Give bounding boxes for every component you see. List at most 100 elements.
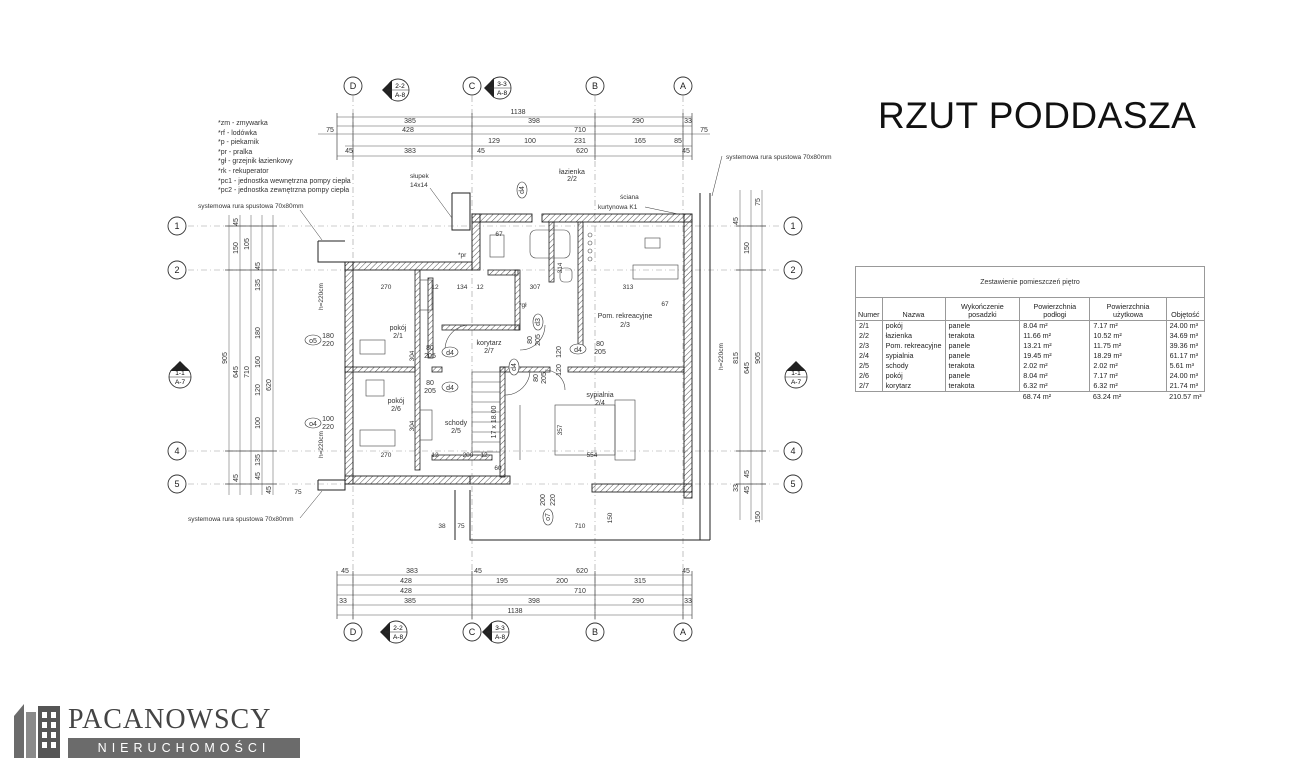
table-cell: terakota <box>944 331 1021 341</box>
dim-left-m: 100 <box>255 417 262 429</box>
room-2-6-no: 2/6 <box>391 406 401 413</box>
note-pr: *pr <box>458 252 467 259</box>
opening-o4: o4 <box>309 421 317 428</box>
symbol-legend: *zm - zmywarka *rf - lodówka *p - piekar… <box>218 119 351 196</box>
dim-inner-a: 270 <box>381 284 392 291</box>
dim-right-g: 45 <box>744 470 751 478</box>
axis-label-C-bottom: C <box>469 627 476 637</box>
dim-bot-f: 428 <box>400 578 412 585</box>
section-1-1-right: 1-1 <box>791 370 801 377</box>
axis-label-B-bottom: B <box>592 627 598 637</box>
note-rura-left: systemowa rura spustowa 70x80mm <box>198 203 304 210</box>
interior-walls <box>344 221 685 478</box>
axis-label-5-right: 5 <box>790 479 795 489</box>
exterior-walls <box>344 213 693 499</box>
table-cell: 39.36 m³ <box>1165 341 1206 351</box>
table-cell: panele <box>944 351 1021 361</box>
dim-left-k: 160 <box>255 356 262 368</box>
axis-label-D-bottom: D <box>350 627 357 637</box>
stairs-dim: 17 x 18.00 <box>491 406 498 439</box>
door-d4-e-w: 80 <box>533 374 540 382</box>
room-2-2-name: łazienka <box>559 169 585 176</box>
legend-item: *rf - lodówka <box>218 129 257 137</box>
opening-o7-h: 220 <box>550 494 557 506</box>
room-2-6-name: pokój <box>388 398 405 405</box>
axis-label-A-bottom: A <box>680 627 686 637</box>
dim-inner-j: 67 <box>661 301 669 308</box>
note-rura-bottom: systemowa rura spustowa 70x80mm <box>188 516 294 523</box>
section-2-2-top-ref: A-8 <box>395 92 406 99</box>
page-title: RZUT PODDASZA <box>878 95 1197 136</box>
note-rura-top-right: systemowa rura spustowa 70x80mm <box>726 154 832 161</box>
axis-label-4-right: 4 <box>790 446 795 456</box>
table-cell: 19.45 m² <box>1019 351 1091 361</box>
table-cell: terakota <box>944 361 1021 371</box>
dim-left-i: 645 <box>233 366 240 378</box>
room-2-5-no: 2/5 <box>451 428 461 435</box>
axis-label-1-right: 1 <box>790 221 795 231</box>
table-cell: panele <box>944 341 1021 351</box>
door-d4-a: d4 <box>446 350 454 357</box>
legend-item: *pc2 - jednostka zewnętrzna pompy ciepła <box>218 187 350 195</box>
opening-o7: o7 <box>545 513 552 521</box>
dim-inner-v: 75 <box>294 489 302 496</box>
dim-right-c: 150 <box>744 242 751 254</box>
room-2-2-no: 2/2 <box>567 176 577 183</box>
dim-top-e: 75 <box>326 127 334 134</box>
logo-name: PACANOWSCY <box>68 704 272 735</box>
table-cell <box>882 392 945 403</box>
table-cell: 10.52 m² <box>1089 331 1167 341</box>
dim-left-a: 45 <box>233 218 240 226</box>
dim-left-d: 45 <box>255 262 262 270</box>
dim-left-j: 710 <box>244 366 251 378</box>
door-d4-label-120: 120 <box>556 364 563 376</box>
dim-inner-i: 67 <box>495 231 503 238</box>
table-cell: 6.32 m² <box>1019 381 1091 392</box>
dim-inner-c: 12 <box>431 284 439 291</box>
dim-inner-p: 357 <box>557 424 564 435</box>
table-cell: 2/6 <box>855 371 883 381</box>
door-d4-c-w: 80 <box>596 341 604 348</box>
axis-label-2-right: 2 <box>790 265 795 275</box>
door-d4-e: d4 <box>511 363 518 371</box>
dim-left-l: 620 <box>266 379 273 391</box>
rooms-table-grid: Numer Nazwa Wykończenie posadzki Powierz… <box>855 297 1206 403</box>
section-1-1-left-ref: A-7 <box>175 379 186 386</box>
rooms-table: Zestawienie pomieszczeń piętro Numer Naz… <box>855 266 1206 403</box>
dim-left-b: 150 <box>233 242 240 254</box>
section-3-3-bottom-ref: A-8 <box>495 634 506 641</box>
dim-top-o: 383 <box>404 148 416 155</box>
dim-left-e: 135 <box>255 279 262 291</box>
note-gl: *gł <box>519 302 527 309</box>
dim-inner-m: 12 <box>431 452 439 459</box>
dim-left-q: 45 <box>266 486 273 494</box>
note-slupek: słupek <box>410 173 430 180</box>
section-3-3-top-ref: A-8 <box>497 90 508 97</box>
rooms-table-caption: Zestawienie pomieszczeń piętro <box>855 266 1205 297</box>
total-floor-area: 68.74 m² <box>1022 392 1052 401</box>
door-d4-b: d4 <box>446 385 454 392</box>
col-header: Powierzchnia podłogi <box>1019 297 1091 321</box>
table-cell: 2.02 m² <box>1089 361 1167 371</box>
opening-o4-w: 100 <box>322 416 334 423</box>
opening-o5: o5 <box>309 338 317 345</box>
table-cell: 11.66 m² <box>1019 331 1091 341</box>
dim-top-n: 45 <box>345 148 353 155</box>
room-2-5-name: schody <box>445 420 468 427</box>
table-totals-row: 68.74 m² 63.24 m² 210.57 m³ <box>856 392 1205 403</box>
door-d4-b-h: 205 <box>424 388 436 395</box>
table-cell: 11.75 m² <box>1089 341 1167 351</box>
note-h-right: h=220cm <box>718 343 725 370</box>
roof-outline <box>317 192 711 541</box>
table-cell: 6.32 m² <box>1089 381 1167 392</box>
room-2-7-no: 2/7 <box>484 348 494 355</box>
note-kurtynowa: kurtynowa K1 <box>598 204 638 211</box>
dim-inner-r: 710 <box>575 523 586 530</box>
dim-inner-t: 38 <box>438 523 446 530</box>
dim-inner-d: 134 <box>457 284 468 291</box>
dim-inner-f: 307 <box>530 284 541 291</box>
table-cell: Pom. rekreacyjne <box>881 341 946 351</box>
table-row: 2/6 pokój panele 8.04 m² 7.17 m² 24.00 m… <box>855 371 1206 381</box>
room-2-1-name: pokój <box>390 325 407 332</box>
dim-bot-p: 33 <box>684 598 692 605</box>
